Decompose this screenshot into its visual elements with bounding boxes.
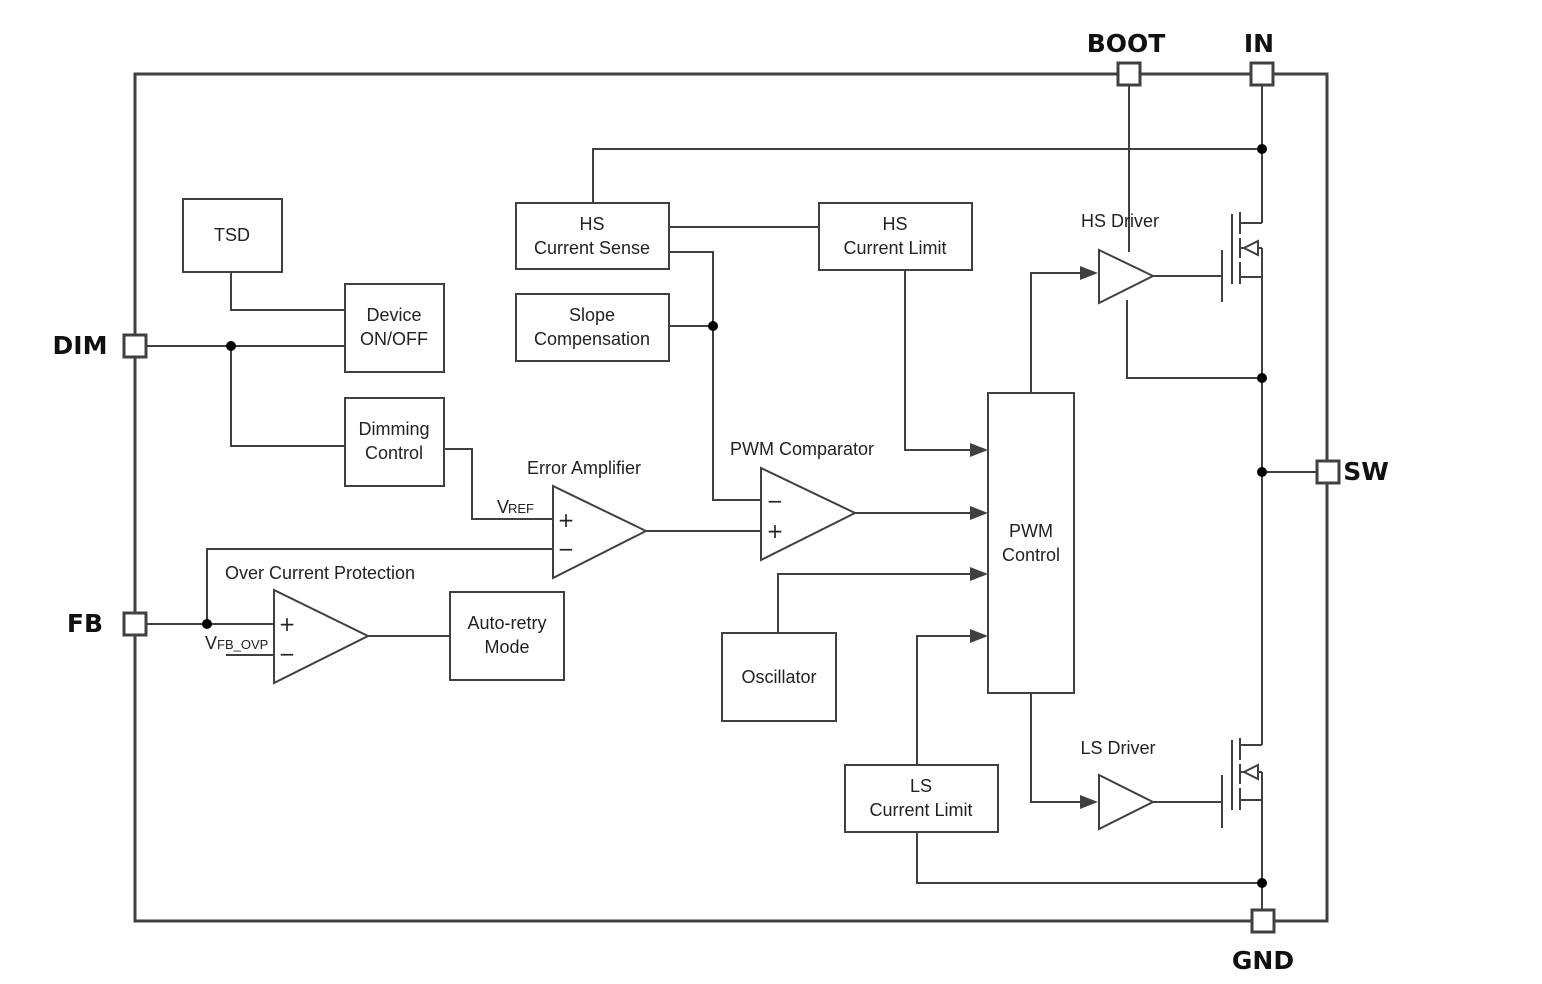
oscillator-block: Oscillator [721,632,837,722]
ls-current-limit-block: LS Current Limit [844,764,999,833]
pin-sw-label: SW [1343,457,1389,486]
slope-compensation-label-line1: Slope [569,305,615,325]
hs-current-sense-block: HS Current Sense [515,202,670,270]
hs-current-limit-label-line2: Current Limit [843,238,946,258]
vref-main: V [497,497,509,517]
slope-compensation-block: Slope Compensation [515,293,670,362]
pin-sw: SW [1315,457,1389,486]
dimming-control-label-line1: Dimming [358,419,429,439]
error-amplifier-plus: + [558,508,575,532]
high-side-mosfet [1221,212,1262,302]
device-on-off-label-line2: ON/OFF [360,329,428,349]
pin-fb: FB [67,609,148,638]
hs-current-limit-label-line1: HS [882,214,907,234]
dimming-control-block: Dimming Control [344,397,445,487]
ls-current-limit-label-line2: Current Limit [869,800,972,820]
vfb-ovp-label: V FB_OVP [205,633,268,653]
vref-sub: REF [508,501,534,516]
ls-current-limit-label-line1: LS [910,776,932,796]
pin-in: IN [1244,29,1275,87]
pwm-control-label-line1: PWM [1009,521,1053,541]
hs-current-sense-label-line1: HS [579,214,604,234]
ovp-comparator-plus: + [279,612,296,636]
chip-boundary [133,72,1329,923]
hs-driver [1098,248,1156,305]
ls-driver-label: LS Driver [1080,738,1155,758]
arrowheads [970,266,1098,809]
ovp-comparator: + − [273,588,371,685]
pin-in-label: IN [1244,29,1274,58]
hs-current-sense-label-line2: Current Sense [534,238,650,258]
dimming-control-label-line2: Control [365,443,423,463]
error-amplifier-minus: − [558,537,575,561]
hs-driver-label: HS Driver [1081,211,1159,231]
pwm-control-label-line2: Control [1002,545,1060,565]
vfb-ovp-main: V [205,633,217,653]
low-side-mosfet [1221,738,1262,828]
auto-retry-mode-label-line1: Auto-retry [467,613,546,633]
pin-gnd-label: GND [1232,946,1294,975]
device-on-off-block: Device ON/OFF [344,283,445,373]
pwm-control-block: PWM Control [987,392,1075,694]
pwm-comparator-minus: − [767,489,784,513]
tsd-block: TSD [182,198,283,273]
pin-gnd: GND [1232,908,1294,975]
over-current-protection-label: Over Current Protection [225,563,415,583]
ovp-comparator-minus: − [279,642,296,666]
hs-current-limit-block: HS Current Limit [818,202,973,271]
pin-dim-label: DIM [53,331,108,360]
auto-retry-mode-label-line2: Mode [484,637,529,657]
ls-driver [1098,773,1156,831]
pwm-comparator-label: PWM Comparator [730,439,874,459]
pin-boot-label: BOOT [1087,29,1166,58]
slope-compensation-label-line2: Compensation [534,329,650,349]
pin-dim: DIM [53,331,148,360]
pwm-comparator: − + [760,466,858,562]
error-amplifier-label: Error Amplifier [527,458,641,478]
pwm-comparator-plus: + [767,519,784,543]
oscillator-label: Oscillator [741,667,816,687]
wires [147,86,1317,910]
vref-label: V REF [497,497,534,517]
tsd-label: TSD [214,225,250,245]
auto-retry-mode-block: Auto-retry Mode [449,591,565,681]
error-amplifier: + − [552,484,649,580]
vfb-ovp-sub: FB_OVP [217,637,268,652]
pin-boot: BOOT [1087,29,1166,87]
junction-dots [202,144,1267,888]
device-on-off-label-line1: Device [366,305,421,325]
pin-fb-label: FB [67,609,103,638]
